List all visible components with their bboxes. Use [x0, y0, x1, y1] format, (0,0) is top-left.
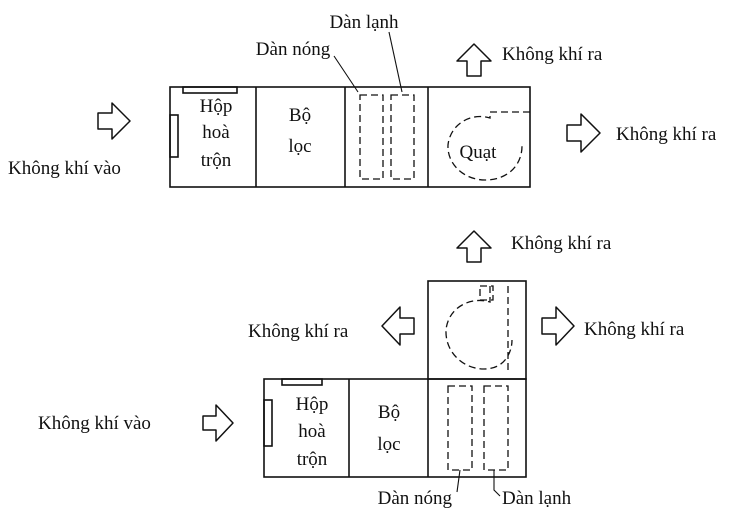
v-air-out-top-label: Không khí ra [511, 233, 612, 254]
v-mixing-box-line-2: hoà [298, 421, 326, 442]
v-filter-line-1: Bộ [378, 402, 400, 423]
v-hot-coil [447, 385, 473, 471]
v-cold-coil-label: Dàn lạnh [502, 488, 572, 509]
v-cold-coil [483, 385, 509, 471]
unit-vertical: Hộp hoà trộn Bộ lọc Dàn nóng Dàn lạnh Kh… [38, 230, 685, 509]
v-air-out-left-arrow-icon [381, 306, 415, 346]
v-hot-coil-label: Dàn nóng [378, 488, 453, 509]
h-air-in-label: Không khí vào [8, 158, 121, 179]
v-air-out-right-label: Không khí ra [584, 319, 685, 340]
h-fan-label: Quạt [460, 142, 498, 163]
v-air-out-left-label: Không khí ra [248, 321, 349, 342]
h-mixing-box-line-1: Hộp [200, 96, 233, 117]
v-air-out-up-arrow-icon [456, 230, 492, 263]
v-filter-line-2: lọc [377, 434, 400, 455]
v-cold-coil-leader [493, 470, 501, 497]
unit-horizontal: Hộp hoà trộn Bộ lọc Quạt Dàn nóng Dàn lạ… [8, 12, 717, 188]
h-hot-coil [359, 94, 384, 180]
h-air-in-arrow-icon [97, 102, 131, 140]
h-filter-line-2: lọc [288, 136, 311, 157]
v-fan-casing [427, 280, 527, 380]
h-air-out-right-arrow-icon [566, 113, 601, 153]
h-top-damper [182, 86, 238, 94]
v-inlet-slot [263, 399, 273, 447]
h-mixing-box-line-3: trộn [201, 150, 232, 171]
h-cold-coil-leader [388, 31, 403, 93]
h-air-out-up-arrow-icon [456, 43, 492, 77]
v-mixing-box-line-3: trộn [297, 449, 328, 470]
v-air-out-right-arrow-icon [541, 306, 575, 346]
h-cold-coil-label: Dàn lạnh [329, 12, 399, 33]
v-air-in-label: Không khí vào [38, 413, 151, 434]
v-hot-coil-leader [456, 469, 461, 493]
h-filter-line-1: Bộ [289, 105, 311, 126]
v-air-in-arrow-icon [202, 404, 234, 442]
v-mixing-box-line-1: Hộp [296, 394, 329, 415]
h-cold-coil [390, 94, 415, 180]
h-mixing-box-line-2: hoà [202, 122, 230, 143]
h-air-out-right-label: Không khí ra [616, 124, 717, 145]
h-air-out-top-label: Không khí ra [502, 44, 603, 65]
h-inlet-slot [169, 114, 179, 158]
h-hot-coil-label: Dàn nóng [256, 39, 331, 60]
h-hot-coil-leader [333, 55, 359, 93]
v-fan-outlet [479, 285, 494, 301]
v-fan-scroll [445, 286, 513, 370]
v-top-damper [281, 378, 323, 386]
